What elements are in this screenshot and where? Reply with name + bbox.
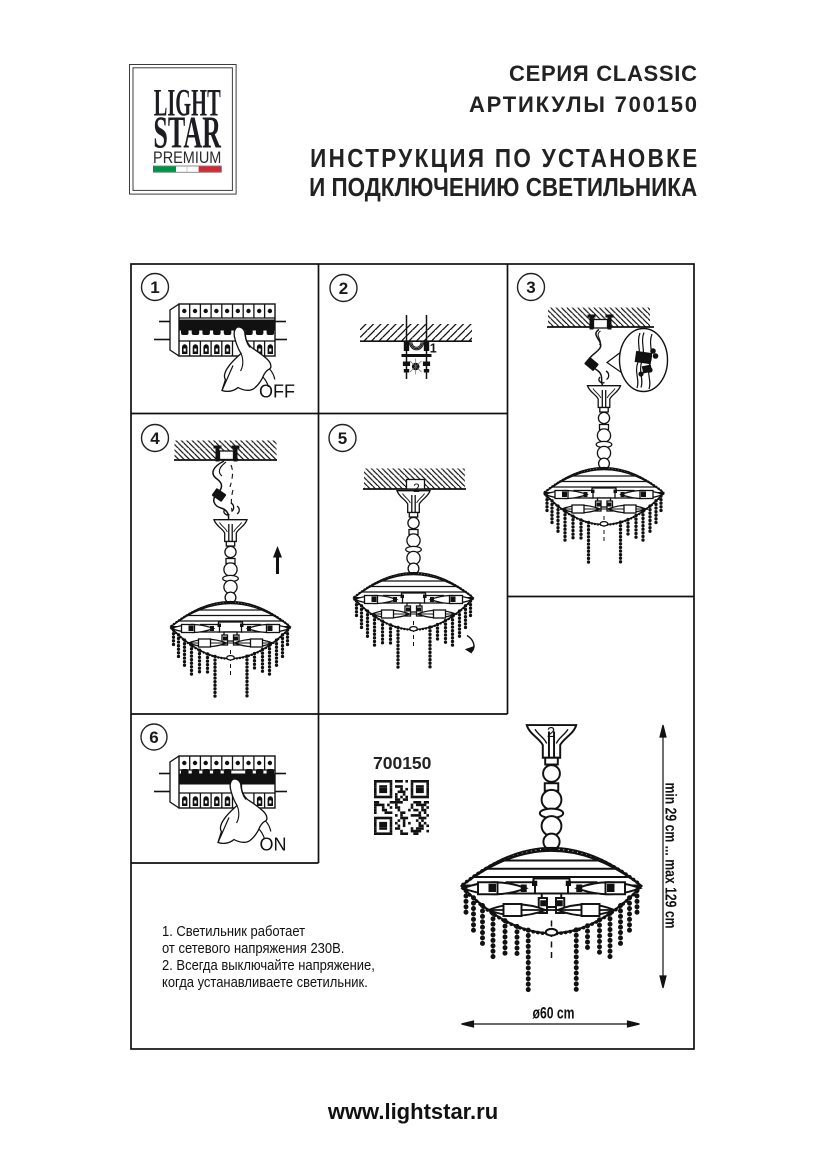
svg-text:STAR: STAR	[153, 107, 221, 158]
svg-text:5: 5	[338, 429, 347, 448]
svg-text:ø60 cm: ø60 cm	[533, 1005, 575, 1023]
svg-text:2: 2	[339, 279, 348, 298]
svg-text:min 29 cm ... max 129 cm: min 29 cm ... max 129 cm	[662, 783, 679, 929]
svg-text:1: 1	[150, 278, 159, 297]
svg-text:1: 1	[430, 342, 437, 356]
svg-text:LIGHT: LIGHT	[154, 81, 221, 125]
svg-text:4: 4	[150, 429, 160, 448]
svg-text:3: 3	[526, 278, 535, 297]
svg-text:700150: 700150	[373, 753, 432, 773]
svg-text:PREMIUM: PREMIUM	[153, 149, 221, 167]
svg-text:6: 6	[149, 728, 158, 747]
svg-text:2: 2	[547, 724, 555, 741]
svg-text:2: 2	[413, 481, 420, 495]
svg-text:ON: ON	[260, 835, 287, 855]
svg-text:OFF: OFF	[259, 382, 295, 402]
